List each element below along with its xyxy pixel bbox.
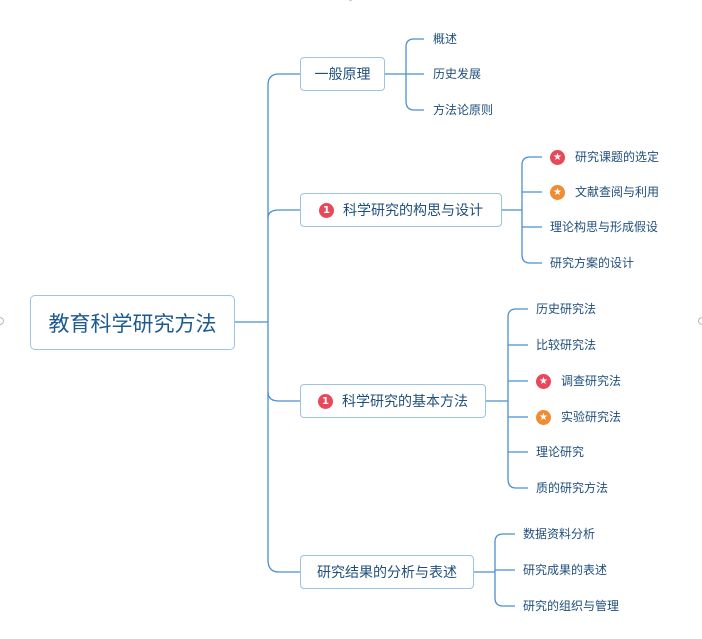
leaf-node-label: 概述 [433, 32, 458, 46]
branch-node-general-principles[interactable]: 一般原理 [300, 57, 385, 91]
star-icon: ★ [550, 184, 565, 200]
star-icon: ★ [550, 149, 565, 165]
leaf-node-label: 方法论原则 [433, 103, 494, 117]
leaf-node-methodology[interactable]: 方法论原则 [433, 102, 493, 118]
leaf-node-label: 质的研究方法 [536, 481, 609, 495]
leaf-node-qualitative-method[interactable]: 质的研究方法 [536, 480, 608, 496]
right-collapse-handle[interactable] [698, 317, 702, 325]
root-node[interactable]: 教育科学研究方法 [30, 295, 235, 350]
leaf-node-hypothesis[interactable]: 理论构思与形成假设 [550, 219, 658, 235]
leaf-node-label: 研究成果的表述 [523, 563, 608, 577]
leaf-node-plan-design[interactable]: 研究方案的设计 [550, 255, 634, 271]
branch-node-label: 一般原理 [314, 67, 371, 83]
star-icon: ★ [536, 409, 551, 425]
priority-badge: 1 [319, 202, 334, 218]
leaf-node-theoretical-research[interactable]: 理论研究 [536, 444, 584, 460]
connector-branch-2 [267, 209, 300, 219]
leaf-node-label: 研究课题的选定 [575, 150, 660, 164]
leaf-node-label: 理论研究 [536, 445, 585, 459]
leaf-node-label: 理论构思与形成假设 [550, 220, 659, 234]
branch-node-design[interactable]: 1 科学研究的构思与设计 [300, 193, 502, 227]
leaf-node-results-presentation[interactable]: 研究成果的表述 [523, 562, 607, 578]
leaf-node-label: 调查研究法 [561, 374, 622, 388]
canvas-dot [349, 0, 352, 1]
leaf-node-comparative-method[interactable]: 比较研究法 [536, 337, 596, 353]
leaf-node-data-analysis[interactable]: 数据资料分析 [523, 526, 595, 542]
leaf-node-literature[interactable]: ★ 文献查阅与利用 [550, 184, 659, 200]
branch-node-basic-methods[interactable]: 1 科学研究的基本方法 [300, 384, 486, 418]
leaf-node-topic-selection[interactable]: ★ 研究课题的选定 [550, 149, 659, 165]
connector-branch-3 [267, 391, 300, 402]
star-icon: ★ [536, 373, 551, 389]
leaf-node-label: 文献查阅与利用 [575, 185, 660, 199]
leaf-node-label: 历史研究法 [536, 302, 597, 316]
leaf-node-history[interactable]: 历史发展 [433, 66, 481, 82]
leaf-node-label: 研究方案的设计 [550, 256, 635, 270]
root-node-label: 教育科学研究方法 [48, 311, 217, 336]
leaf-node-historical-method[interactable]: 历史研究法 [536, 301, 596, 317]
leaf-node-label: 比较研究法 [536, 338, 597, 352]
connector-branch-4 [267, 559, 300, 573]
leaf-node-organization-management[interactable]: 研究的组织与管理 [523, 598, 619, 614]
leaf-node-experimental-method[interactable]: ★ 实验研究法 [536, 409, 621, 425]
leaf-node-survey-method[interactable]: ★ 调查研究法 [536, 373, 621, 389]
connector-branch-1 [267, 73, 300, 86]
branch-node-label: 科学研究的构思与设计 [343, 203, 483, 219]
leaf-node-overview[interactable]: 概述 [433, 31, 457, 47]
branch-node-label: 研究结果的分析与表述 [317, 565, 457, 581]
priority-badge: 1 [318, 393, 333, 409]
branch-node-results[interactable]: 研究结果的分析与表述 [300, 555, 474, 589]
leaf-node-label: 历史发展 [433, 67, 482, 81]
leaf-node-label: 实验研究法 [561, 410, 622, 424]
leaf-node-label: 研究的组织与管理 [523, 599, 620, 613]
branch-node-label: 科学研究的基本方法 [342, 394, 468, 410]
leaf-node-label: 数据资料分析 [523, 527, 596, 541]
